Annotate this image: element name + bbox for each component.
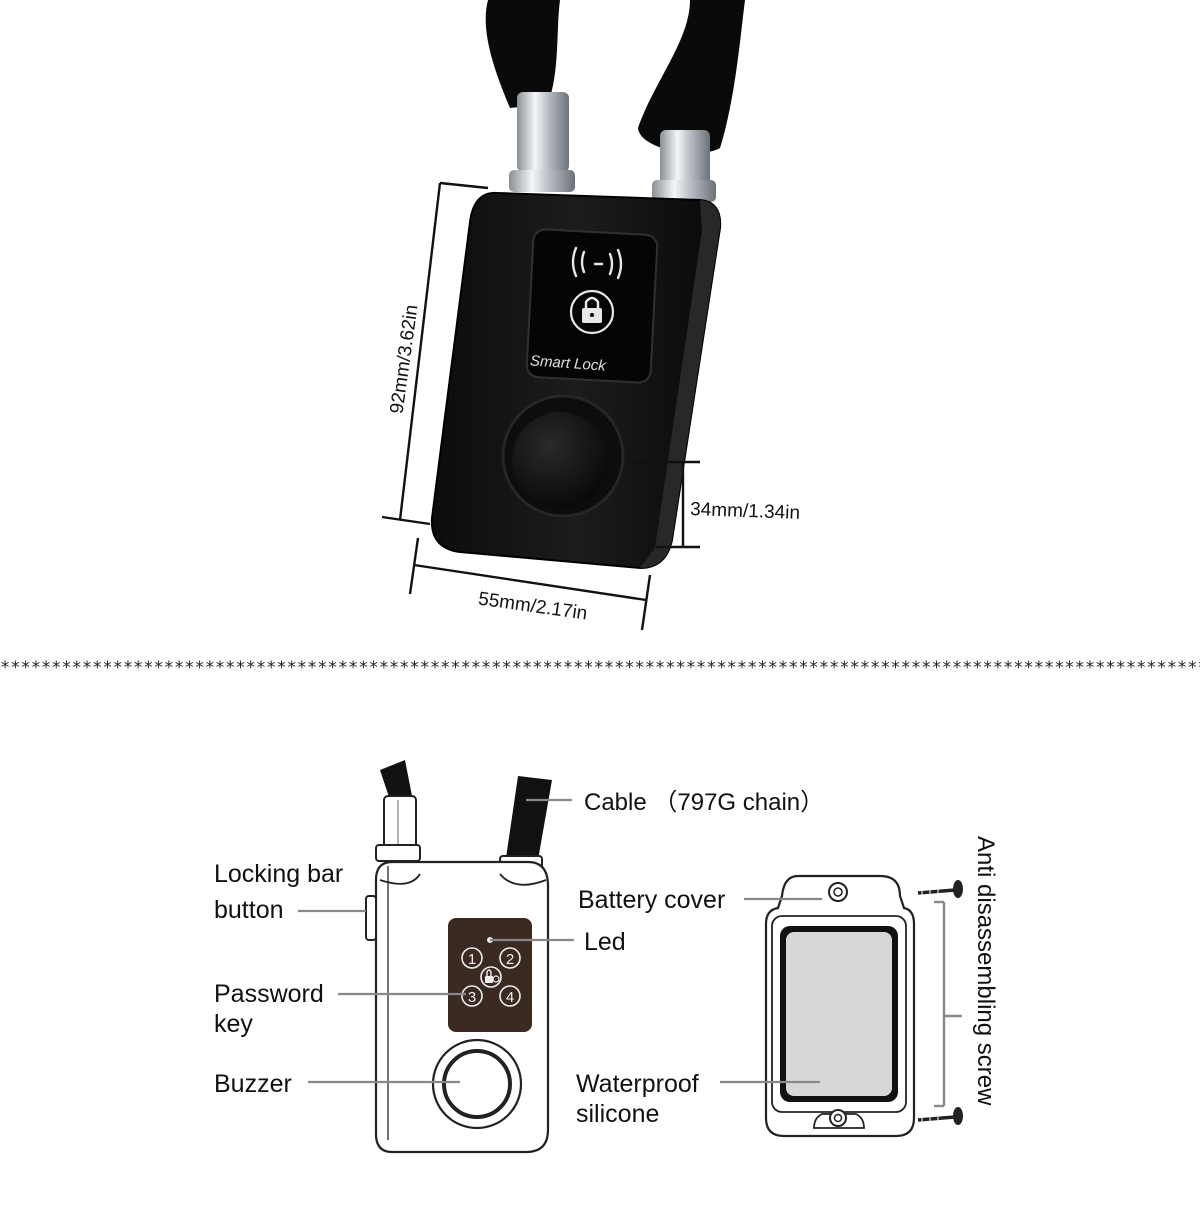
key-2-label: 2 [506,951,514,968]
waterproof-label-line2: silicone [576,1100,659,1128]
led-label: Led [584,928,626,956]
collar-left-outline [375,844,421,862]
shaft-right [660,130,710,185]
lock-line-drawing: 1 2 3 4 [365,760,552,1154]
password-key-label-line2: key [214,1010,253,1038]
buzzer-cap [512,412,608,508]
key-2: 2 [499,947,521,969]
screw-top [917,880,963,898]
lock-photo: Smart Lock [430,0,745,570]
shaft-collar-left [509,170,575,192]
keypad-panel [448,918,532,1032]
leader-lines [298,798,822,1084]
key-4: 4 [499,985,521,1007]
screw-bracket [934,900,962,1108]
shaft-collar-right [652,180,716,202]
dimension-width [408,537,652,631]
locking-bar-label-line1: Locking bar [214,860,343,888]
dimension-speaker [632,460,700,549]
key-1-label: 1 [468,951,476,968]
width-label: 55mm/2.17in [477,589,589,625]
shaft-left [517,92,569,172]
panel [525,228,659,384]
buzzer-label: Buzzer [214,1070,292,1098]
shaft-left-outline [383,795,417,849]
anti-disassembling-screw-label: Anti disassembling screw [972,836,999,1106]
cable-left [380,760,412,800]
battery-cover-drawing [764,874,916,1138]
key-3-label: 3 [468,989,476,1006]
padlock-icon [569,289,615,335]
password-key-label-line1: Password [214,980,324,1008]
panel-brand-text: Smart Lock [529,352,607,374]
waterproof-label-line1: Waterproof [576,1070,699,1098]
cable-label: Cable （797G chain） [584,789,824,816]
separator-stars: ****************************************… [0,658,1200,678]
height-label: 92mm/3.62in [387,303,423,415]
cable-right [506,776,552,860]
chain-sleeve-left [485,0,560,108]
dimension-height [381,181,489,526]
key-1: 1 [461,947,483,969]
locking-bar-label-line2: button [214,896,284,924]
wireless-icon [571,246,623,280]
screw-bottom [917,1107,963,1125]
chain-sleeve-right [638,0,745,154]
battery-cover-label: Battery cover [578,886,725,914]
locking-bar-button [365,895,377,941]
key-3: 3 [461,985,483,1007]
speaker-offset-label: 34mm/1.34in [690,499,801,524]
body-side-highlight [640,200,721,568]
key-4-label: 4 [506,989,514,1006]
center-lock-key-icon [480,966,502,988]
